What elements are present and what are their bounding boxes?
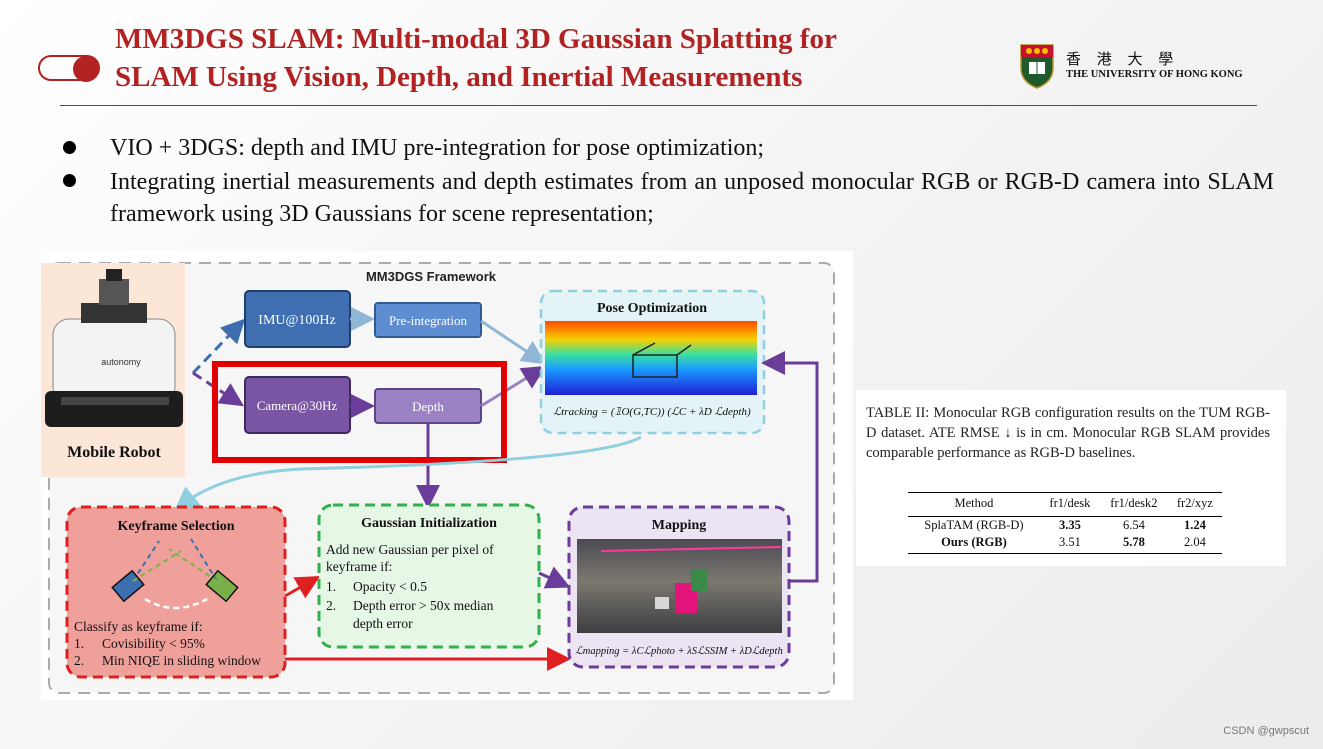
university-name-chinese: 香 港 大 學	[1066, 52, 1180, 68]
gaussian-text-1: Add new Gaussian per pixel of	[326, 542, 494, 557]
table-cell: SplaTAM (RGB-D)	[924, 518, 1024, 532]
bullet-icon	[63, 141, 76, 154]
keyframe-item-2-num: 2.	[74, 653, 84, 668]
university-name-english: THE UNIVERSITY OF HONG KONG	[1066, 69, 1243, 80]
keyframe-panel	[65, 505, 287, 679]
camera-pair-icon	[111, 538, 239, 610]
header-divider	[60, 105, 1257, 106]
table-cell: Ours (RGB)	[908, 534, 1040, 554]
keyframe-item-2: Min NIQE in sliding window	[102, 653, 261, 668]
robot-to-camera-arrow	[192, 371, 245, 407]
robot-label: Mobile Robot	[67, 444, 161, 461]
title-line-2: SLAM Using Vision, Depth, and Inertial M…	[115, 61, 803, 93]
col-header: Method	[908, 492, 1040, 517]
table-cell: 3.51	[1039, 534, 1100, 554]
keyframe-title: Keyframe Selection	[117, 519, 234, 534]
title-line-1: MM3DGS SLAM: Multi-modal 3D Gaussian Spl…	[115, 23, 837, 55]
robot-brand: autonomy	[101, 357, 141, 367]
keyframe-classify: Classify as keyframe if:	[74, 619, 203, 634]
keyframe-to-gaussian-arrow	[284, 576, 321, 599]
framework-title: MM3DGS Framework	[366, 269, 497, 284]
university-crest-icon	[1020, 44, 1054, 89]
pose-title: Pose Optimization	[597, 301, 707, 316]
keyframe-item-1: Covisibility < 95%	[102, 636, 205, 651]
gaussian-item-2-cont: depth error	[353, 616, 413, 631]
table-caption: TABLE II: Monocular RGB configuration re…	[866, 405, 1270, 461]
mapping-scene-objects	[600, 546, 782, 613]
pose-to-keyframe-arrow	[174, 435, 642, 511]
keyframe-item-1-num: 1.	[74, 636, 84, 651]
mapping-to-pose-arrow	[761, 351, 819, 583]
table-cell: 3.35	[1058, 518, 1081, 532]
mobile-robot-icon	[45, 269, 183, 427]
gaussian-text-2: keyframe if:	[326, 559, 392, 574]
table-row: SplaTAM (RGB-D) 3.35 6.54 1.24	[908, 517, 1222, 535]
framework-figure: MM3DGS Framework autonomy Mobile Robot I…	[41, 251, 853, 700]
imu-label: IMU@100Hz	[258, 313, 335, 328]
col-header: fr1/desk2	[1099, 492, 1168, 517]
bullet-text-1: VIO + 3DGS: depth and IMU pre-integratio…	[110, 135, 765, 161]
depth-label: Depth	[412, 399, 444, 414]
col-header: fr2/xyz	[1167, 492, 1222, 517]
camera-label: Camera@30Hz	[257, 398, 338, 413]
gaussian-to-mapping-arrow	[538, 566, 571, 589]
bullet-text-2: Integrating inertial measurements and de…	[110, 169, 1274, 227]
pose-formula: ℒtracking = (𝟙O(G,TC)) (ℒC + λD ℒdepth)	[553, 406, 751, 418]
gaussian-item-2: Depth error > 50x median	[353, 598, 494, 613]
table-cell: 5.78	[1099, 534, 1168, 554]
table-header-row: Method fr1/desk fr1/desk2 fr2/xyz	[908, 492, 1222, 517]
table-cell: 1.24	[1183, 518, 1206, 532]
mapping-formula: ℒmapping = λCℒphoto + λSℒSSIM + λDℒdepth	[575, 646, 782, 657]
table-row: Ours (RGB) 3.51 5.78 2.04	[908, 534, 1222, 554]
highlight-box	[212, 361, 507, 463]
robot-to-imu-arrow	[191, 318, 246, 375]
toggle-knob	[73, 56, 99, 82]
table-cell: 6.54	[1122, 518, 1145, 532]
bullet-icon	[63, 174, 76, 187]
pose-robot-overlay	[632, 342, 692, 378]
preintegration-box	[374, 302, 482, 338]
gaussian-title: Gaussian Initialization	[361, 516, 497, 531]
toggle-icon	[38, 55, 100, 82]
gaussian-item-2-num: 2.	[326, 598, 336, 613]
results-table: Method fr1/desk fr1/desk2 fr2/xyz SplaTA…	[908, 492, 1222, 554]
gaussian-panel	[317, 503, 541, 649]
watermark: CSDN @gwpscut	[1223, 725, 1309, 737]
table-cell: 2.04	[1167, 534, 1222, 554]
mapping-title: Mapping	[652, 518, 706, 533]
preintegration-label: Pre-integration	[389, 313, 467, 328]
gaussian-item-1: Opacity < 0.5	[353, 579, 427, 594]
gaussian-item-1-num: 1.	[326, 579, 336, 594]
col-header: fr1/desk	[1039, 492, 1100, 517]
pose-depth-image	[545, 321, 757, 395]
slide-title: MM3DGS SLAM: Multi-modal 3D Gaussian Spl…	[115, 20, 1015, 96]
